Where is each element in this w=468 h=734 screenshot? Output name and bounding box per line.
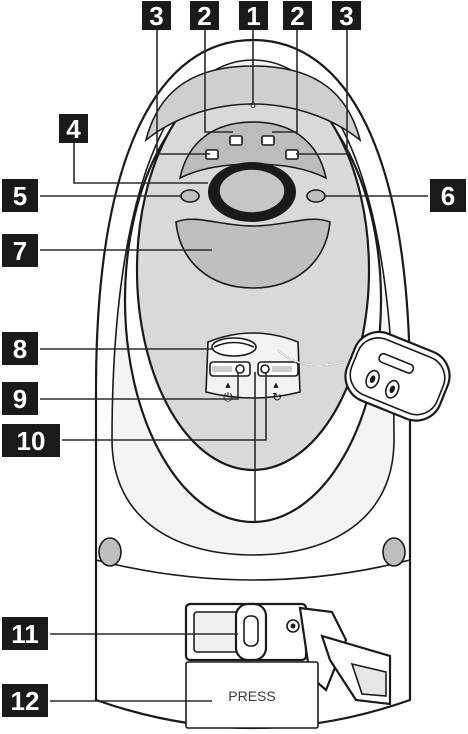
up-arrow-left-icon: ▲	[225, 381, 231, 389]
port-cap-slot	[378, 352, 415, 374]
svg-text:6: 6	[441, 181, 455, 211]
svg-text:7: 7	[13, 236, 27, 266]
callout-badge-2-left: 2	[190, 1, 219, 31]
usb-port-power-slot	[212, 366, 232, 372]
leader-lines	[40, 27, 428, 702]
svg-text:1: 1	[246, 1, 260, 31]
left-side-vent	[98, 537, 122, 567]
cap-tether-inner	[277, 349, 345, 366]
callout-badge-1: 1	[239, 1, 268, 31]
svg-text:8: 8	[13, 334, 27, 364]
svg-text:12: 12	[11, 686, 40, 716]
callout-badge-7: 7	[2, 234, 38, 267]
press-label: PRESS	[228, 688, 275, 704]
leader-10	[62, 372, 267, 441]
device-body: o ▲ ▲ ⏻ ↻	[94, 38, 458, 730]
svg-text:2: 2	[290, 1, 304, 31]
right-small-button[interactable]	[306, 189, 326, 203]
callout-badge-3-left: 3	[142, 1, 171, 31]
led-center-right	[261, 135, 275, 146]
refresh-icon: ↻	[272, 390, 282, 404]
port-cap[interactable]	[338, 324, 458, 428]
svg-text:4: 4	[66, 114, 81, 144]
svg-text:3: 3	[149, 1, 163, 31]
callout-badge-12: 12	[2, 684, 48, 717]
leader-2-left	[204, 27, 233, 133]
led-center-left	[229, 135, 243, 146]
leader-3-right	[296, 27, 348, 155]
callout-badges: 1 2 2 3 3 4 5 6	[2, 1, 466, 717]
press-panel[interactable]	[185, 661, 319, 729]
callout-badge-3-right: 3	[332, 1, 361, 31]
callout-badge-9: 9	[2, 382, 38, 415]
svg-text:11: 11	[11, 619, 39, 649]
up-arrow-right-icon: ▲	[273, 381, 279, 389]
leader-2-right	[272, 27, 298, 133]
sync-port-led	[260, 364, 270, 374]
large-lower-button[interactable]	[175, 218, 331, 289]
svg-text:9: 9	[13, 384, 27, 414]
power-port-led	[235, 364, 245, 374]
svg-text:10: 10	[17, 426, 46, 456]
port-cap-pin-left	[369, 375, 376, 384]
usb-port-sync-slot	[272, 366, 292, 372]
front-seam	[95, 559, 411, 581]
port-cover-groove	[213, 341, 255, 348]
main-button[interactable]	[218, 168, 286, 214]
left-small-button[interactable]	[180, 189, 200, 203]
svg-text:5: 5	[13, 181, 27, 211]
svg-text:2: 2	[197, 1, 211, 31]
callout-badge-11: 11	[2, 617, 48, 650]
leader-4	[73, 143, 208, 184]
latch-pivot-center	[290, 623, 296, 629]
strap-clip-grip	[350, 662, 387, 697]
callout-badge-4: 4	[59, 114, 88, 144]
callout-badge-10: 10	[2, 424, 60, 457]
callout-badge-2-right: 2	[283, 1, 312, 31]
callout-badge-5: 5	[2, 179, 38, 212]
callout-badge-6: 6	[430, 179, 466, 212]
port-cap-pin-right	[389, 385, 396, 394]
leader-3-left	[156, 27, 210, 155]
leader-9	[40, 372, 239, 400]
power-icon: ⏻	[223, 390, 233, 404]
callout-badge-8: 8	[2, 332, 38, 365]
svg-text:3: 3	[339, 1, 353, 31]
port-cover-cap[interactable]	[211, 337, 257, 357]
top-indicator: o	[250, 100, 256, 111]
port-cap-rim	[349, 337, 446, 416]
latch-release-inner	[243, 615, 259, 647]
latch-slot	[193, 611, 241, 653]
right-side-vent	[382, 537, 406, 567]
